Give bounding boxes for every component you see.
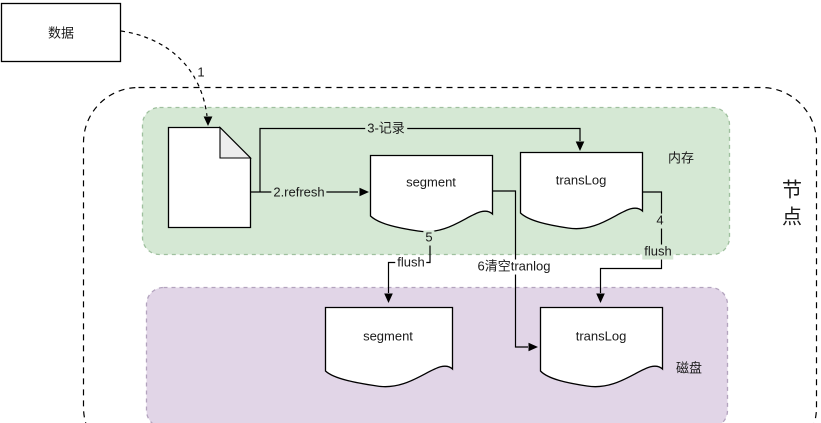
edge-step2-label: 2.refresh: [271, 184, 327, 201]
source-data-label: 数据: [47, 25, 75, 41]
edge-step3: [259, 127, 581, 192]
disk-region-label: 磁盘: [675, 360, 703, 376]
node-label: 节点: [778, 179, 801, 233]
edge-step4: [599, 191, 663, 293]
edge-step1-label: 1: [195, 64, 207, 81]
disk-segment-label: segment: [363, 328, 413, 344]
edge-step6-label: 6清空tranlog: [475, 258, 553, 275]
memory-translog-shape: [519, 151, 644, 230]
memory-segment-label: segment: [406, 174, 456, 190]
source-data-box: [0, 2, 122, 63]
note-icon-fold: [219, 126, 252, 159]
edge-step4-flush-label: flush: [642, 243, 674, 260]
edge-step5-label: 5: [423, 229, 435, 246]
edge-step6-arrowhead: [528, 342, 538, 352]
edge-step3-label: 3-记录: [365, 120, 407, 137]
edge-step2-arrowhead: [359, 187, 369, 197]
disk-segment-shape: [324, 306, 454, 388]
memory-region-label: 内存: [667, 150, 695, 166]
disk-translog-label: transLog: [575, 328, 627, 344]
node-boundary: [82, 86, 818, 423]
edge-step1: [120, 30, 208, 117]
edge-step3-arrowhead: [575, 141, 585, 151]
edge-step1-arrowhead: [203, 116, 213, 126]
disk-translog-shape: [539, 306, 664, 388]
memory-translog-label: transLog: [555, 172, 607, 188]
edge-step5-flush-label: flush: [395, 254, 427, 271]
edge-step4-arrowhead: [596, 293, 605, 303]
edge-step5-arrowhead: [384, 293, 393, 303]
edge-step4-label: 4: [654, 212, 666, 229]
